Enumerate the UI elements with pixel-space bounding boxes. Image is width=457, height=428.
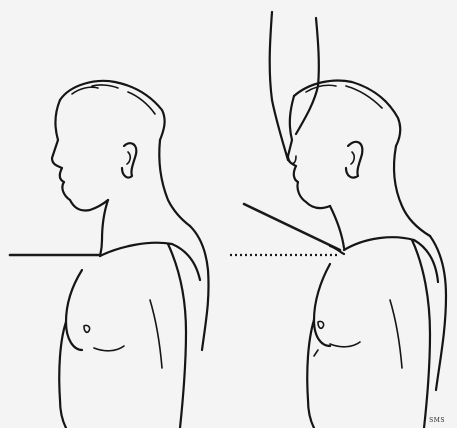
artist-signature: SMS (429, 417, 445, 424)
angle-line (244, 204, 340, 250)
figure-right (244, 12, 446, 428)
hand-icon (270, 12, 288, 160)
